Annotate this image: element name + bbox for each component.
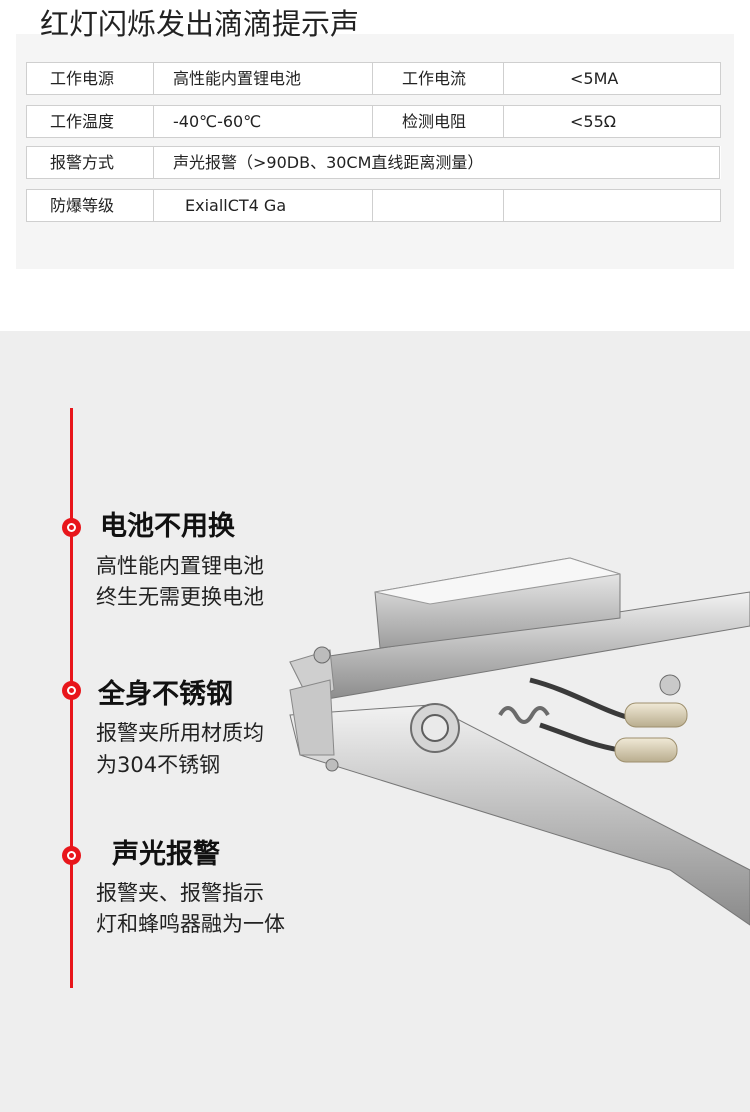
spec-row: 防爆等级 ExiallCT4 Ga bbox=[26, 189, 721, 222]
spec-value: <55Ω bbox=[503, 105, 721, 138]
spec-row: 工作电源 高性能内置锂电池 工作电流 <5MA bbox=[26, 62, 721, 95]
spec-row: 工作温度 -40℃-60℃ 检测电阻 <55Ω bbox=[26, 105, 721, 138]
spec-value bbox=[503, 189, 721, 222]
spec-value: -40℃-60℃ bbox=[153, 105, 373, 138]
spec-value: 声光报警（>90DB、30CM直线距离测量） bbox=[153, 146, 720, 179]
bullet-icon bbox=[62, 846, 81, 865]
feature-text: 报警夹所用材质均 bbox=[96, 721, 264, 745]
spec-label: 工作电流 bbox=[372, 62, 504, 95]
spec-label: 报警方式 bbox=[26, 146, 154, 179]
alarm-clamp-image bbox=[289, 557, 750, 926]
spec-label: 工作电源 bbox=[26, 62, 154, 95]
spec-label: 防爆等级 bbox=[26, 189, 154, 222]
feature-text: 报警夹、报警指示 bbox=[96, 881, 264, 905]
spec-label: 工作温度 bbox=[26, 105, 154, 138]
feature-text: 高性能内置锂电池 bbox=[96, 554, 264, 578]
spec-label bbox=[372, 189, 504, 222]
bullet-icon bbox=[62, 681, 81, 700]
spec-value: <5MA bbox=[503, 62, 721, 95]
feature-title: 电池不用换 bbox=[100, 511, 235, 542]
feature-text: 为304不锈钢 bbox=[96, 753, 221, 777]
spec-value: ExiallCT4 Ga bbox=[153, 189, 373, 222]
feature-title: 声光报警 bbox=[112, 839, 220, 870]
bullet-icon bbox=[62, 518, 81, 537]
spec-value: 高性能内置锂电池 bbox=[153, 62, 373, 95]
spec-label: 检测电阻 bbox=[372, 105, 504, 138]
spec-row: 报警方式 声光报警（>90DB、30CM直线距离测量） bbox=[26, 146, 721, 179]
feature-text: 灯和蜂鸣器融为一体 bbox=[96, 912, 285, 936]
feature-text: 终生无需更换电池 bbox=[96, 585, 264, 609]
feature-title: 全身不锈钢 bbox=[98, 679, 233, 710]
page-headline: 红灯闪烁发出滴滴提示声 bbox=[40, 7, 360, 41]
